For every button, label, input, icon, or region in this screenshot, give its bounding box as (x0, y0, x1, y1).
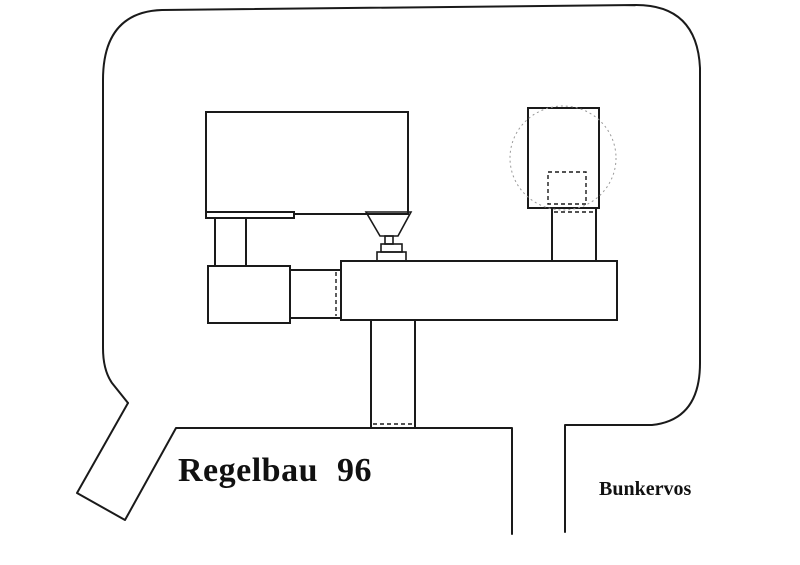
outer-perimeter-wall (102, 4, 701, 533)
ventilation-shaft (384, 235, 394, 245)
diagram-credit: Bunkervos (599, 478, 692, 500)
left-passage (289, 269, 343, 319)
central-corridor (340, 260, 618, 321)
main-room-connector (214, 217, 247, 267)
ventilation-funnel (364, 211, 413, 237)
ventilation-base (380, 243, 403, 253)
observation-cupola-outline (509, 105, 617, 211)
left-chamber (207, 265, 291, 324)
main-room-annex (205, 211, 295, 219)
ventilation-plinth (376, 251, 407, 262)
exit-corridor (370, 319, 416, 429)
entrance-corridor-wall (76, 402, 513, 535)
right-passage (551, 207, 597, 262)
main-room (205, 111, 409, 215)
diagram-title: Regelbau 96 (178, 452, 372, 489)
observation-room (527, 107, 600, 209)
